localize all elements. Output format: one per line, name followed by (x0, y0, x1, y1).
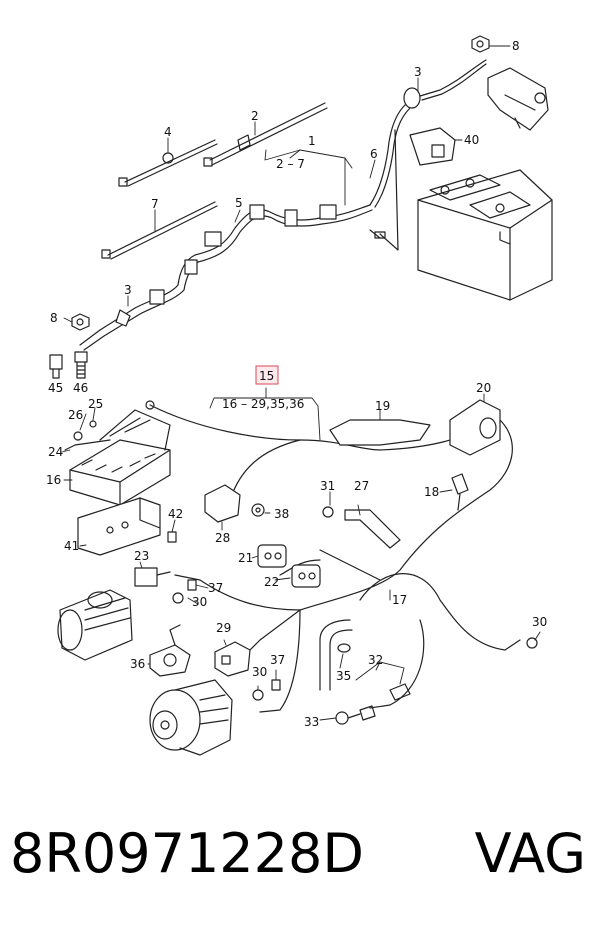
part-number: 8R0971228D (10, 822, 364, 885)
sensor-18 (451, 473, 469, 511)
callout-41: 41 (64, 539, 79, 553)
callout-33: 33 (304, 715, 319, 729)
nut-top (471, 35, 490, 53)
callout-37-b: 37 (270, 653, 285, 667)
callout-25: 25 (88, 397, 103, 411)
bolt-33 (335, 711, 361, 725)
callout-8-left: 8 (50, 311, 58, 325)
battery (417, 169, 553, 301)
callout-18: 18 (424, 485, 439, 499)
callout-28: 28 (215, 531, 230, 545)
callout-26: 26 (68, 408, 83, 422)
callout-24: 24 (48, 445, 63, 459)
callout-3-left: 3 (124, 283, 132, 297)
brand-name: VAG (474, 822, 586, 885)
callout-23: 23 (134, 549, 149, 563)
callout-31: 31 (320, 479, 335, 493)
callout-1: 1 (308, 134, 316, 148)
starter-motor (57, 589, 133, 661)
hose-35 (319, 619, 353, 691)
callout-15-highlight (255, 365, 279, 385)
callout-1-range: 2 – 7 (276, 157, 305, 171)
connector-28 (204, 484, 241, 523)
callout-38: 38 (274, 507, 289, 521)
nut-left (71, 313, 90, 331)
wiring-harness-diagram: 1 2 – 7 2 3 3 4 5 6 7 8 8 40 45 46 15 16… (46, 35, 553, 756)
callout-30-c: 30 (532, 615, 547, 629)
callout-15: 15 (259, 369, 274, 383)
callout-7: 7 (151, 197, 159, 211)
sensor-22 (291, 564, 321, 588)
callout-42: 42 (168, 507, 183, 521)
connector-29 (214, 641, 251, 677)
nut-30-a (172, 592, 184, 604)
cable-tie-4 (118, 139, 218, 187)
nut-37-a (187, 579, 197, 591)
bracket-41 (77, 497, 161, 556)
callout-6: 6 (370, 147, 378, 161)
callout-22: 22 (264, 575, 279, 589)
cable-tie-2 (203, 102, 328, 167)
nut-30-b (252, 689, 264, 701)
bolt-31 (322, 506, 334, 518)
battery-cable (369, 59, 487, 251)
callout-30-b: 30 (252, 665, 267, 679)
leader-lines (61, 45, 541, 721)
callout-17: 17 (392, 593, 407, 607)
main-harness (79, 204, 373, 351)
callout-37-a: 37 (208, 581, 223, 595)
callout-8-top: 8 (512, 39, 520, 53)
bolt-38 (251, 503, 265, 517)
actuator-36 (149, 624, 191, 677)
cable-tie-7 (101, 201, 218, 260)
battery-terminal-clamp (487, 67, 549, 131)
callout-labels: 1 2 – 7 2 3 3 4 5 6 7 8 8 40 45 46 15 16… (46, 39, 547, 729)
callout-45: 45 (48, 381, 63, 395)
callout-4: 4 (164, 125, 172, 139)
sensor-21 (257, 544, 287, 568)
callout-36: 36 (130, 657, 145, 671)
alternator (149, 679, 233, 756)
callout-2: 2 (251, 109, 259, 123)
sensor-32 (359, 683, 411, 721)
callout-20: 20 (476, 381, 491, 395)
callout-15-range: 16 – 29,35,36 (222, 397, 304, 411)
callout-32: 32 (368, 653, 383, 667)
fuse-box-16 (69, 409, 171, 506)
connector-23 (134, 567, 171, 587)
callout-5: 5 (235, 196, 243, 210)
terminal-strip-24 (64, 420, 111, 451)
bolt-46 (74, 351, 88, 379)
relay-holder-20 (449, 399, 501, 456)
callout-21: 21 (238, 551, 253, 565)
callout-3-top: 3 (414, 65, 422, 79)
callout-29: 29 (216, 621, 231, 635)
callout-35: 35 (336, 669, 351, 683)
bolt-45 (49, 354, 63, 379)
callout-46: 46 (73, 381, 88, 395)
callout-30-a: 30 (192, 595, 207, 609)
nut-37-b (271, 679, 281, 691)
battery-fuse-holder (409, 127, 456, 166)
callout-27: 27 (354, 479, 369, 493)
cover-19 (329, 419, 431, 446)
callout-40: 40 (464, 133, 479, 147)
ground-strap-27 (344, 509, 401, 549)
screw-42 (167, 531, 177, 543)
nut-30-c (526, 637, 538, 649)
callout-16: 16 (46, 473, 61, 487)
callout-19: 19 (375, 399, 390, 413)
